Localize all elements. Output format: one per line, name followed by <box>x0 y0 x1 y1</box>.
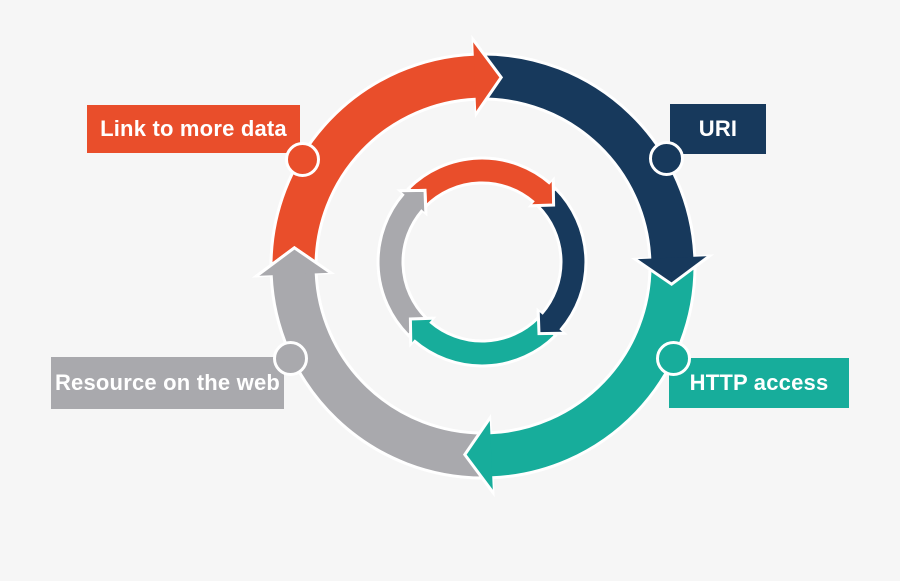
label-resource-on-the-web-text: Resource on the web <box>54 370 281 395</box>
label-http-access-text: HTTP access <box>689 370 829 395</box>
inner-ring-arrowhead-link-to-more-data-outline <box>530 180 556 208</box>
node-uri <box>649 141 684 176</box>
outer-ring-arrowhead-link-to-more-data-outline <box>471 38 504 115</box>
label-http-access: HTTP access <box>669 358 849 408</box>
inner-ring-arrowhead-http-access <box>410 318 434 344</box>
inner-ring-segment-link-to-more-data <box>406 156 556 209</box>
outer-ring-arrowhead-http-access <box>464 418 493 493</box>
label-link-to-more-data-text: Link to more data <box>100 116 287 141</box>
outer-ring-arrowhead-resource-on-the-web <box>256 247 331 276</box>
inner-ring-arrowhead-uri-outline <box>536 310 564 336</box>
outer-ring-arrowhead-resource-on-the-web-outline <box>255 245 332 278</box>
inner-ring-arrowhead-uri <box>538 310 564 334</box>
inner-ring-arrowhead-link-to-more-data <box>530 180 554 206</box>
label-uri: URI <box>670 104 766 154</box>
node-http-access <box>656 341 691 376</box>
inner-ring-segment-http-access <box>408 315 558 368</box>
outer-ring-arrowhead-uri <box>635 256 710 285</box>
node-resource-on-the-web <box>273 341 308 376</box>
outer-ring-arrowhead-uri-outline <box>634 254 711 287</box>
outer-ring-arrowhead-http-access-outline <box>462 417 495 494</box>
inner-ring-segment-resource-on-the-web <box>376 188 429 338</box>
inner-ring-arrowhead-http-access-outline <box>408 316 434 344</box>
label-resource-on-the-web: Resource on the web <box>51 357 284 409</box>
node-link-to-more-data <box>285 142 320 177</box>
outer-ring-arrowhead-link-to-more-data <box>473 39 502 114</box>
inner-ring-arrowhead-resource-on-the-web-outline <box>400 188 428 214</box>
inner-ring-arrowhead-resource-on-the-web <box>400 190 426 214</box>
label-link-to-more-data: Link to more data <box>87 105 300 153</box>
inner-ring-segment-uri <box>535 186 588 336</box>
label-uri-text: URI <box>698 116 738 141</box>
